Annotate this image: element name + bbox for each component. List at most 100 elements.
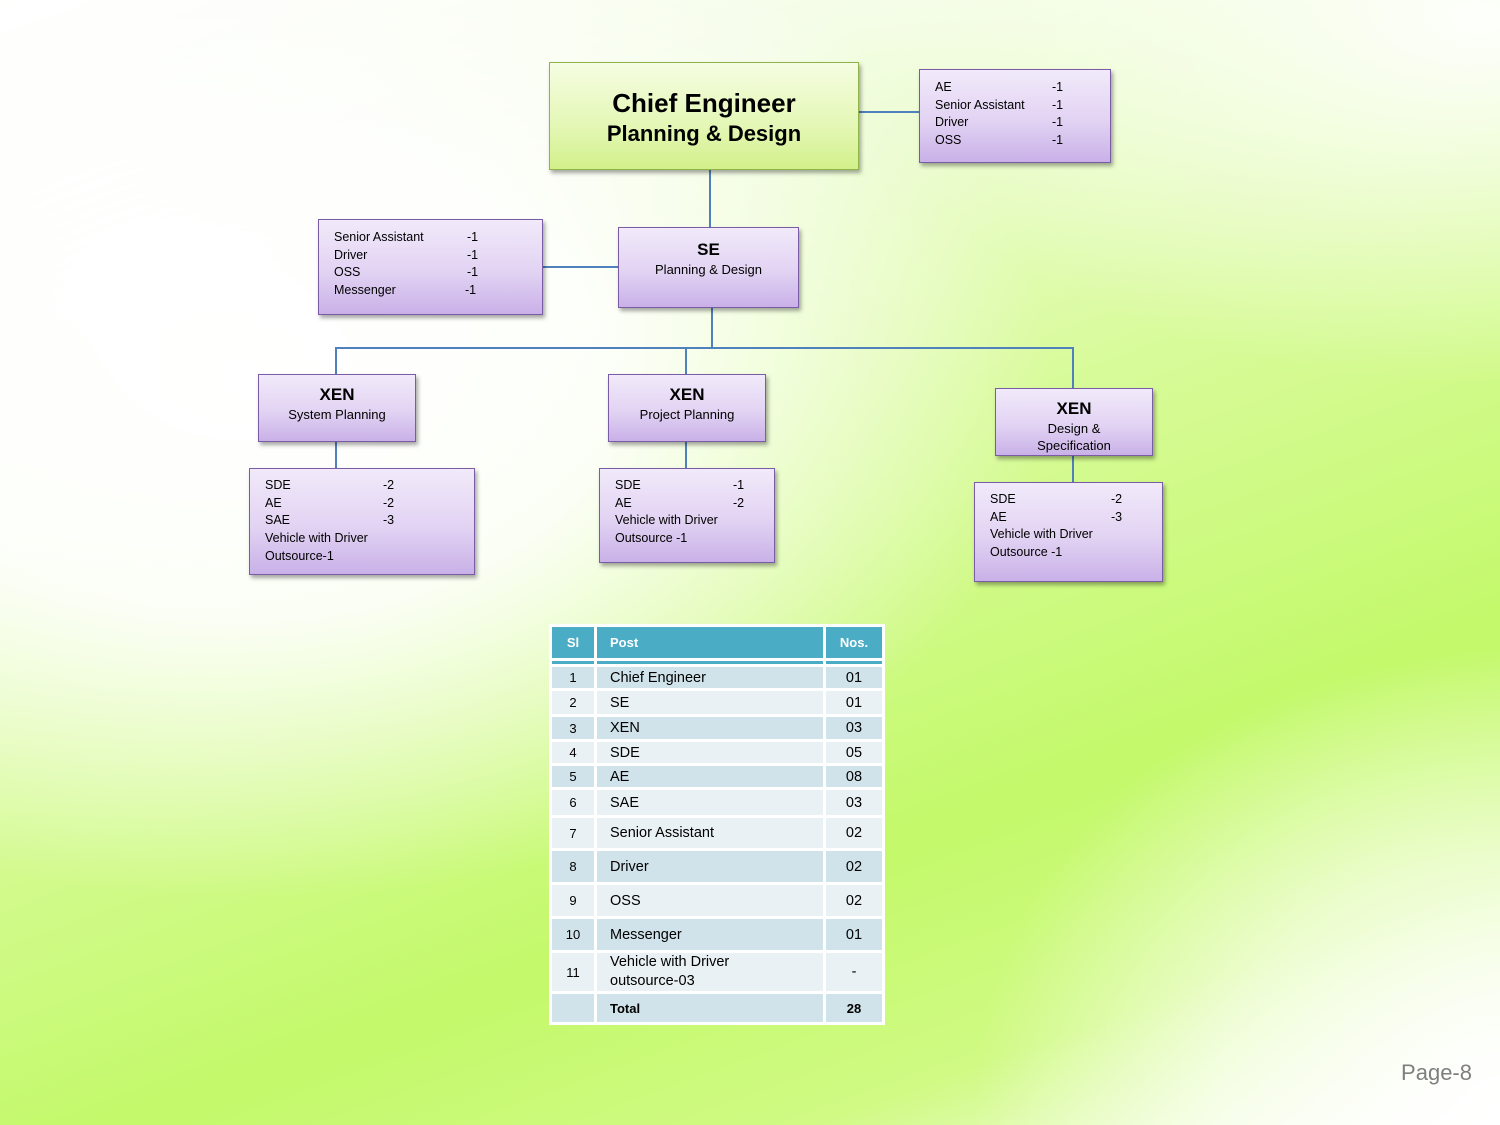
staff-row: AE -2 [265, 495, 474, 513]
chief-engineer-title: Chief Engineer [612, 88, 796, 118]
staff-row: Driver -1 [935, 114, 1110, 132]
staff-row: SDE -1 [615, 477, 774, 495]
staff-row: Senior Assistant -1 [334, 229, 542, 247]
staff-post: Messenger [334, 283, 396, 298]
cell-post: Vehicle with Driver outsource-03 [594, 950, 826, 994]
staff-count: -2 [1111, 492, 1123, 506]
header-nos: Nos. [823, 624, 885, 661]
cell-nos: 02 [823, 815, 885, 851]
staff-count: -3 [383, 513, 395, 528]
cell-sl: 3 [549, 714, 597, 742]
cell-post-line2: outsource-03 [610, 973, 695, 989]
xen-subtitle: Project Planning [639, 407, 735, 422]
staff-count: -1 [467, 230, 479, 244]
cell-post: SE [594, 688, 826, 717]
staff-count: -1 [1052, 115, 1064, 130]
xen-subtitle: System Planning [288, 407, 386, 422]
staff-post: Senior Assistant [334, 230, 424, 244]
staff-post: Senior Assistant [935, 97, 1025, 112]
table-row: 11 Vehicle with Driver outsource-03 - [549, 950, 885, 994]
staff-count: -1 [465, 283, 477, 298]
staff-row: AE -2 [615, 495, 774, 513]
connector-xen-1-staff [335, 441, 337, 469]
connector-xen-3-staff [1072, 455, 1074, 483]
xen-project-planning-box: XEN Project Planning [608, 374, 766, 442]
staff-row: OSS -1 [334, 264, 542, 282]
staff-row: Vehicle with Driver [615, 512, 774, 530]
staff-row: Vehicle with Driver [990, 526, 1162, 544]
staff-post: Outsource -1 [615, 531, 688, 546]
staff-count: -3 [1111, 509, 1123, 524]
page-number: Page-8 [1401, 1060, 1472, 1085]
staff-count: -2 [733, 495, 745, 510]
staff-row: SAE-3 [265, 512, 474, 530]
staff-count: -2 [383, 495, 395, 510]
staff-post: SDE [990, 492, 1016, 506]
staff-row: AE-3 [990, 509, 1162, 527]
connector-to-xen-3 [1072, 347, 1074, 389]
xen-system-planning-box: XEN System Planning [258, 374, 416, 442]
staff-row: OSS-1 [935, 132, 1110, 150]
xen-system-planning-staff-box: SDE-2 AE-2 SAE-3 Vehicle with Driver Out… [249, 468, 475, 575]
connector-se-to-staff [542, 266, 619, 268]
chief-engineer-box: Chief Engineer Planning & Design [549, 62, 859, 170]
staff-post: AE [935, 80, 952, 94]
se-title: SE [697, 240, 720, 259]
chief-engineer-subtitle: Planning & Design [606, 121, 802, 146]
staff-post: Vehicle with Driver [615, 513, 718, 528]
header-post: Post [594, 624, 826, 661]
staff-post: Driver [334, 247, 368, 262]
staff-post: OSS [334, 265, 361, 280]
cell-sl: 5 [549, 763, 597, 790]
connector-to-xen-2 [685, 347, 687, 375]
se-box: SE Planning & Design [618, 227, 799, 308]
staff-post: SDE [615, 478, 641, 492]
staff-row: SDE -2 [990, 491, 1162, 509]
staff-post: AE [265, 495, 282, 510]
connector-se-down [711, 307, 713, 348]
staff-post: Driver [935, 115, 969, 130]
staff-post: AE [615, 495, 632, 510]
cell-sl: 10 [549, 916, 597, 953]
staff-count: -1 [733, 478, 745, 492]
cell-nos: 01 [823, 688, 885, 717]
cell-sl: 9 [549, 882, 597, 919]
xen-title: XEN [669, 385, 705, 404]
se-subtitle: Planning & Design [655, 262, 762, 277]
cell-post: OSS [594, 882, 826, 919]
cell-sl: 6 [549, 787, 597, 818]
staff-count: -1 [467, 265, 479, 280]
connector-xen-bus [335, 347, 1074, 349]
cell-post: AE [594, 763, 826, 790]
cell-post-line1: Vehicle with Driver [610, 954, 730, 970]
staff-post: Vehicle with Driver [990, 527, 1093, 542]
staff-count: -1 [1052, 80, 1064, 94]
header-sl: Sl [549, 624, 597, 661]
xen-subtitle-line2: Specification [1037, 438, 1111, 453]
staff-post: Outsource-1 [265, 548, 334, 563]
connector-to-xen-1 [335, 347, 337, 375]
cell-post: Chief Engineer [594, 664, 826, 691]
cell-sl: 8 [549, 848, 597, 885]
total-label: Total [594, 991, 826, 1025]
cell-sl: 1 [549, 664, 597, 691]
cell-nos: 02 [823, 848, 885, 885]
staff-post: Outsource -1 [990, 545, 1063, 560]
staff-row: Outsource -1 [615, 530, 774, 548]
cell-sl: 11 [549, 950, 597, 994]
cell-nos: 03 [823, 714, 885, 742]
staff-post: OSS [935, 133, 962, 148]
cell-sl: 2 [549, 688, 597, 717]
cell-post: Senior Assistant [594, 815, 826, 851]
cell-nos: 02 [823, 882, 885, 919]
staff-row: AE -1 [935, 79, 1110, 97]
staff-count: -2 [383, 478, 395, 492]
staff-row: Driver-1 [334, 247, 542, 265]
cell-post: SDE [594, 739, 826, 766]
